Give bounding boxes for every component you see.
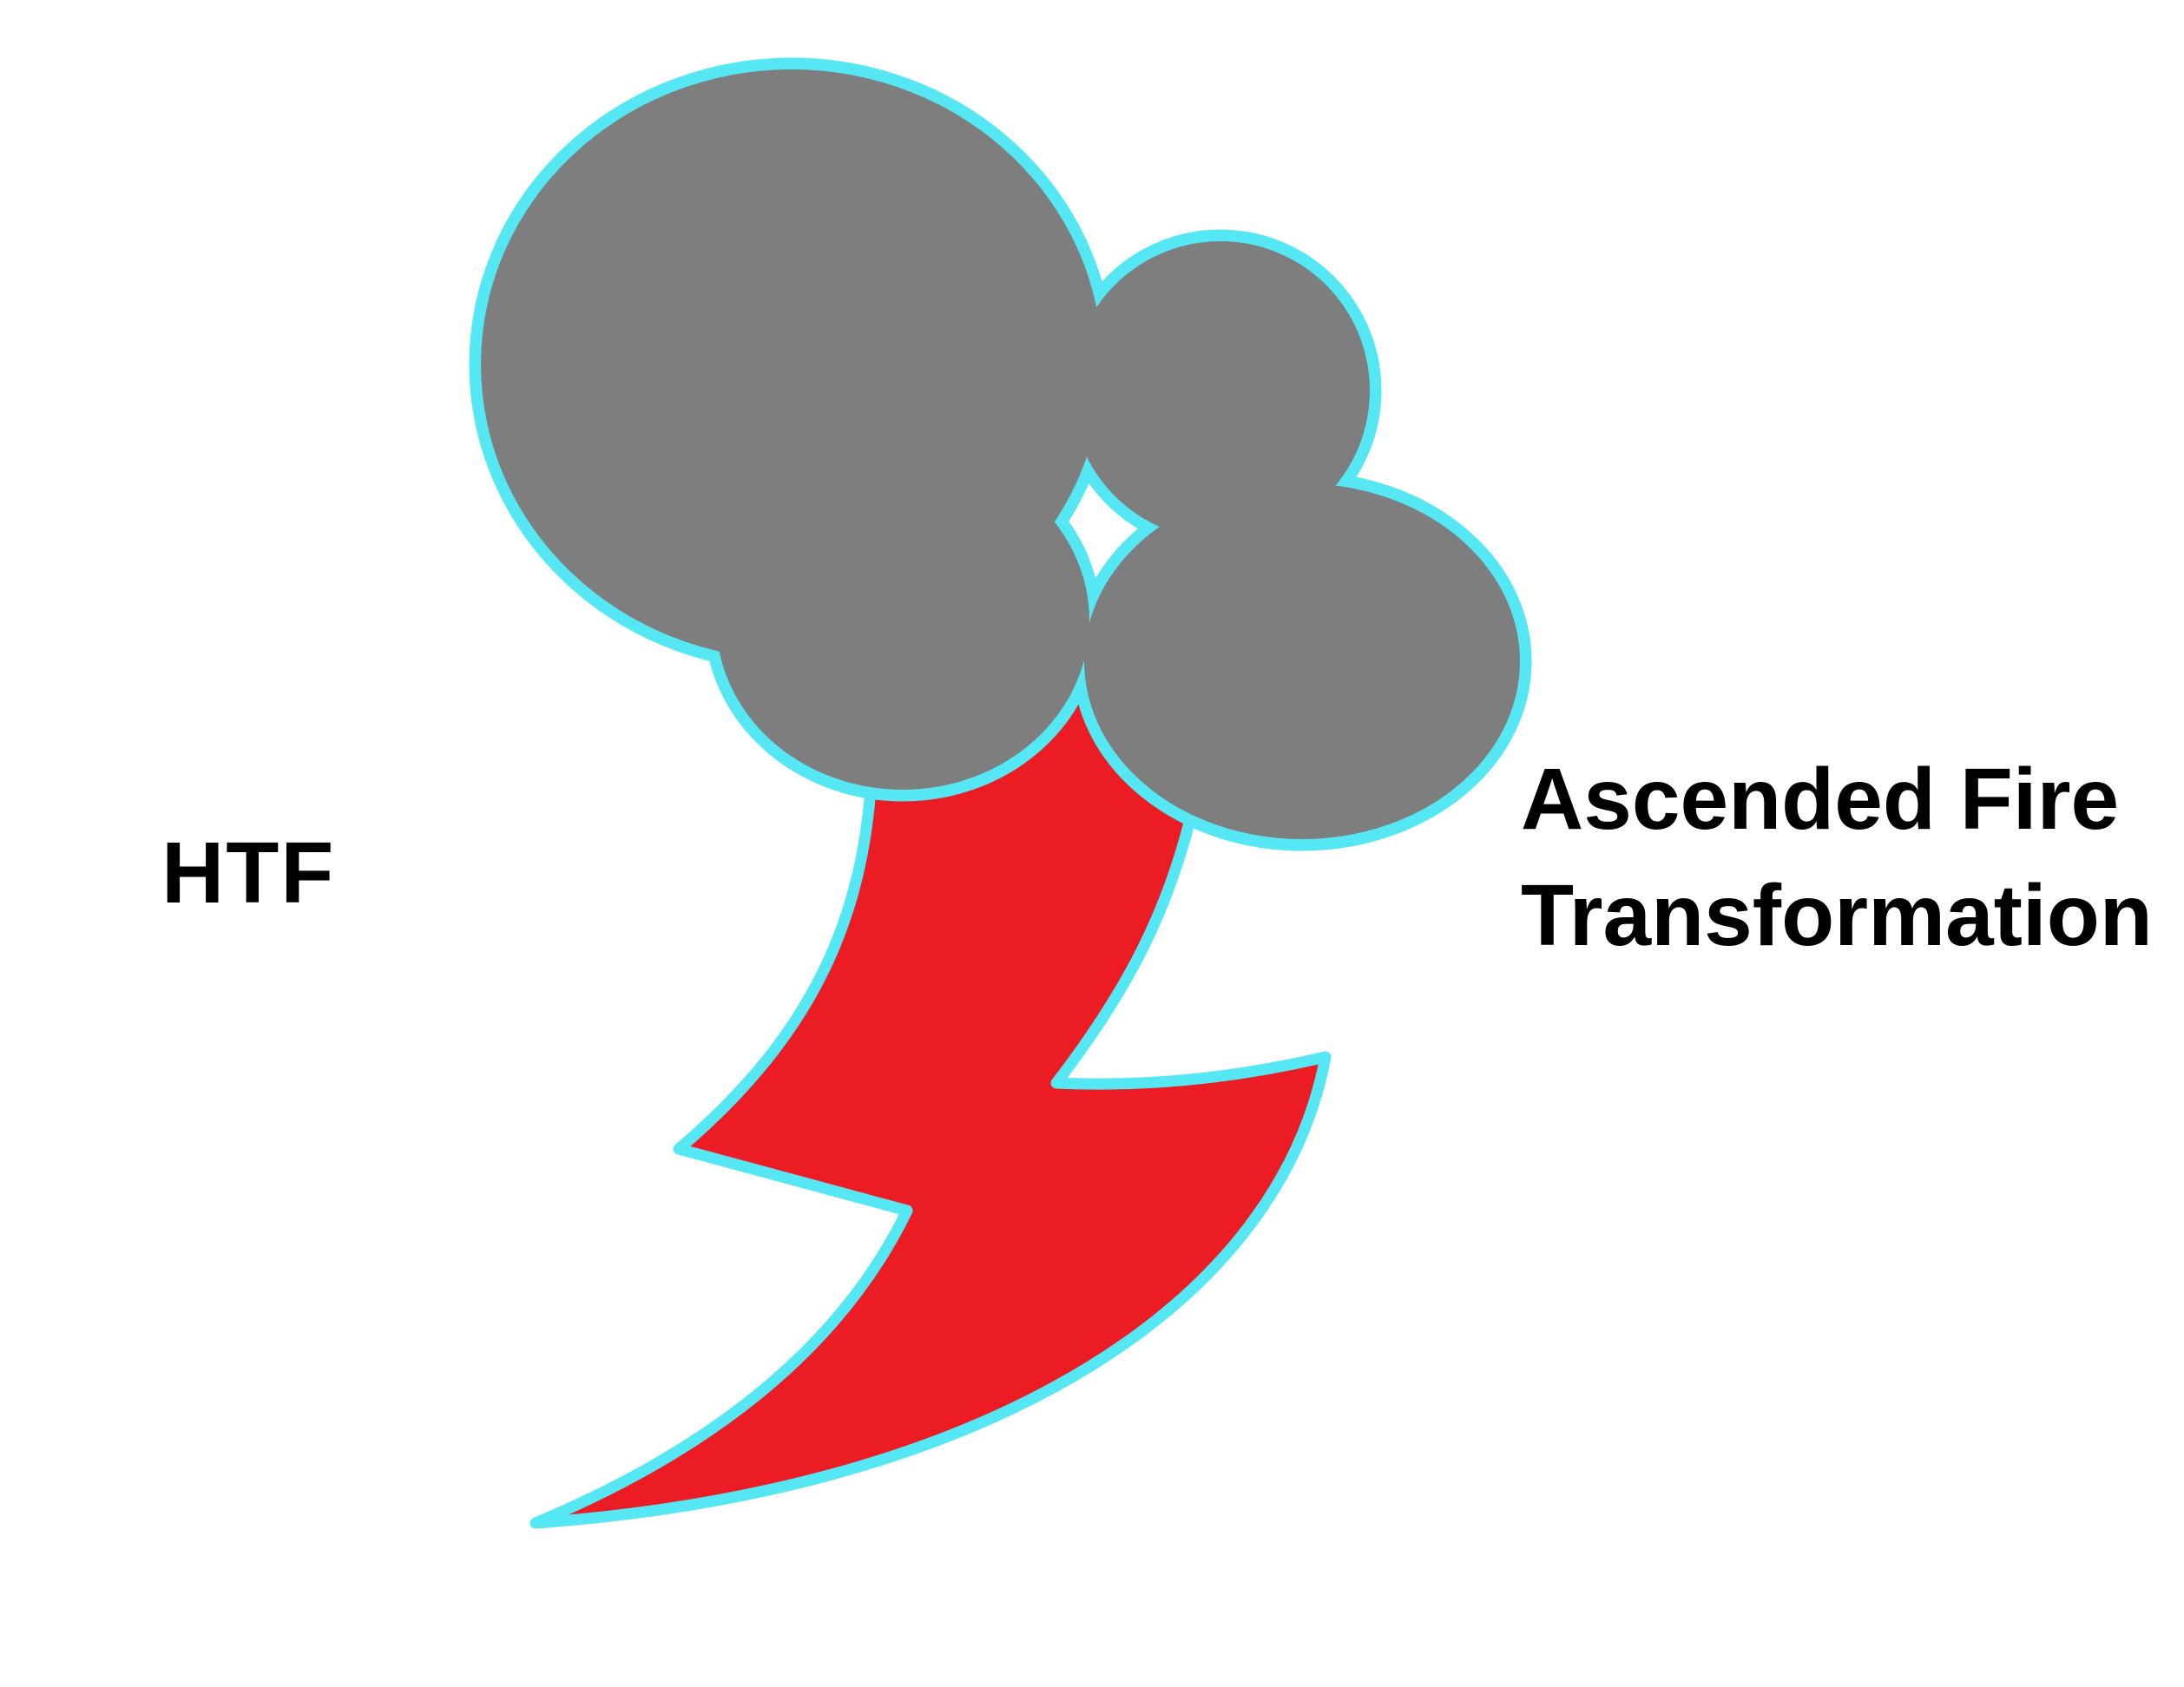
cloud-lobe-bottom-left <box>716 451 1089 790</box>
storm-cloud-icon <box>481 69 1520 839</box>
label-htf: HTF <box>161 824 336 922</box>
cloud-lobe-bottom-right <box>1084 483 1520 839</box>
label-line-transformation: Transformation <box>1521 867 2153 964</box>
label-ascended-fire-transformation: Ascended Fire Transformation <box>1521 741 2153 974</box>
cloud-lobe-top-right <box>1071 241 1370 540</box>
label-line-ascended-fire: Ascended Fire <box>1521 751 2120 848</box>
